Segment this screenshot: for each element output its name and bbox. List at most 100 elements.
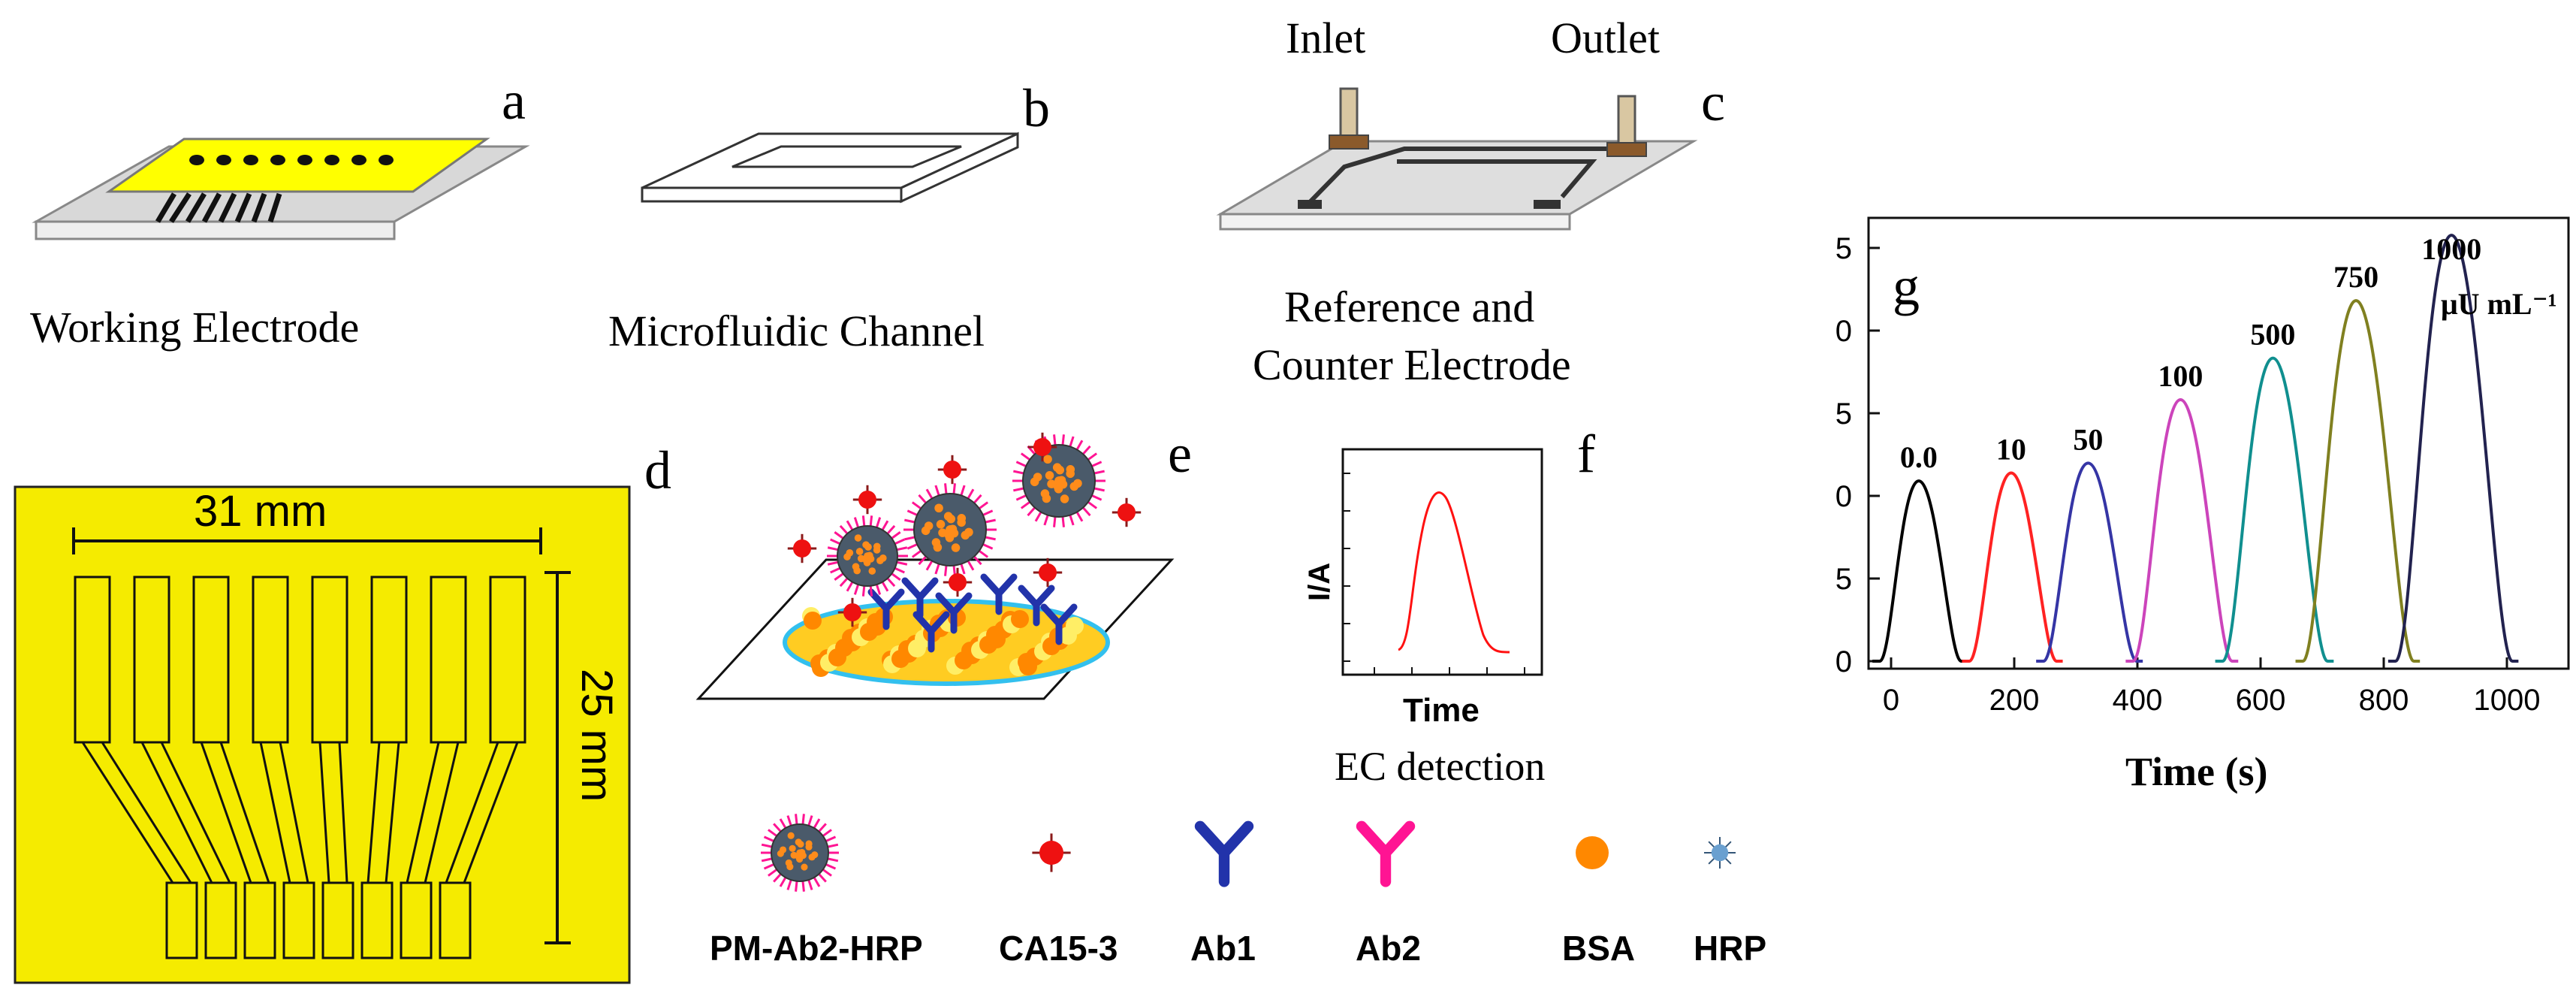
- working-electrode-yellow-pad: [105, 137, 490, 193]
- chart-frame: [1867, 216, 2570, 670]
- ec-plot-ticks: [1343, 473, 1525, 675]
- reference-caption-line1: Reference and: [1284, 282, 1534, 331]
- bsa-particle: [868, 618, 886, 636]
- series-label: 500: [2250, 318, 2295, 352]
- ec-ylabel: I/A: [1303, 563, 1336, 601]
- ec-detection-caption: EC detection: [1335, 744, 1545, 789]
- ab1-antibody: [1040, 603, 1078, 645]
- panel-d: 31 mm 25 mm: [14, 485, 631, 984]
- bsa-dot-icon: [1576, 836, 1609, 869]
- series-label: 50: [2073, 422, 2103, 456]
- ca15-3-antigen: [937, 455, 967, 485]
- nanoparticle: [903, 483, 997, 576]
- antibody-blue-icon: [1194, 820, 1254, 887]
- x-tick-label: 600: [2236, 684, 2286, 717]
- ca15-3-antigen: [1027, 432, 1057, 462]
- ca15-3-antigen: [943, 567, 973, 597]
- outlet-tube-icon: [1606, 95, 1647, 157]
- x-tick-label: 200: [1989, 684, 2040, 717]
- electrode-pad: [192, 576, 230, 744]
- series-label: 750: [2333, 260, 2378, 294]
- width-dimension-label: 31 mm: [194, 487, 327, 536]
- ab1-antibody: [1018, 585, 1055, 627]
- panel-b: b Microfluidic Channel: [608, 78, 1050, 355]
- bsa-particle: [828, 648, 846, 666]
- reference-electrode-edge: [1219, 213, 1571, 231]
- microfluidic-channel-caption: Microfluidic Channel: [608, 307, 985, 355]
- x-tick-label: 1000: [2474, 684, 2541, 717]
- chart-xlabel: Time (s): [2125, 749, 2267, 794]
- electrode-pad: [311, 576, 348, 744]
- chart-series: [1872, 234, 2519, 663]
- series-curve: [1872, 479, 1968, 663]
- electrode-pad: [489, 576, 526, 744]
- y-tick-label: 0: [1835, 645, 1852, 678]
- contact-pad: [439, 881, 472, 959]
- ab1-antibody: [980, 573, 1018, 615]
- working-electrode-caption: Working Electrode: [30, 303, 359, 352]
- series-label: 100: [2158, 359, 2203, 393]
- ca15-3-antigen: [1033, 557, 1063, 588]
- contact-pad: [243, 881, 276, 959]
- electrode-pad: [252, 576, 289, 744]
- x-tick-label: 0: [1883, 684, 1899, 717]
- series-curve: [2295, 299, 2421, 663]
- electrode-pad: [370, 576, 408, 744]
- ca15-3-antigen: [852, 485, 882, 515]
- inlet-tube-icon: [1329, 87, 1369, 150]
- bsa-particle: [908, 639, 926, 657]
- electrode-trace: [366, 742, 400, 884]
- panel-e: d e: [644, 424, 1192, 700]
- electrode-pad: [430, 576, 467, 744]
- electrode-trace: [406, 742, 460, 884]
- ab1-antibody: [912, 611, 950, 653]
- microfluidic-chip-side: [900, 131, 1019, 204]
- bsa-particle: [1011, 610, 1029, 628]
- ca15-3-antigens: [787, 432, 1142, 627]
- panel-b-letter: b: [1023, 78, 1050, 138]
- series-label: 0.0: [1900, 440, 1938, 474]
- contact-pad: [321, 881, 354, 959]
- y-tick-label: 5: [1835, 232, 1852, 265]
- ab1-antibodies: [867, 573, 1078, 653]
- contact-pad: [165, 881, 198, 959]
- y-tick-label: 5: [1835, 563, 1852, 596]
- panel-f: f I/A Time EC detection: [1303, 424, 1595, 789]
- panel-c: Inlet Outlet c Reference and Counter Ele…: [1216, 14, 1725, 389]
- electrode-trace: [81, 742, 192, 884]
- series-curve: [2125, 397, 2239, 663]
- ca15-3-antigen: [1112, 497, 1142, 527]
- panel-a: a Working Electrode: [30, 71, 530, 352]
- ec-peak-curve: [1398, 491, 1510, 654]
- contact-pad: [400, 881, 433, 959]
- legend-label: Ab2: [1356, 929, 1421, 968]
- ec-xlabel: Time: [1403, 692, 1480, 729]
- legend-label: HRP: [1694, 929, 1766, 968]
- bsa-particle: [1019, 657, 1037, 675]
- nanoparticle: [1012, 434, 1106, 527]
- y-tick-label: 0: [1835, 315, 1852, 348]
- bsa-particle: [804, 612, 822, 630]
- legend-label: BSA: [1562, 929, 1635, 968]
- electrode-leads: [155, 192, 282, 223]
- ec-plot-frame: [1341, 448, 1543, 676]
- antibody-pink-icon: [1356, 820, 1416, 887]
- ca15-3-antigen: [787, 533, 817, 563]
- y-tick-label: 0: [1835, 480, 1852, 513]
- electrode-trace: [140, 742, 231, 884]
- series-curve: [1962, 471, 2063, 663]
- pm-ab2-hrp-nanoparticles: [827, 434, 1106, 597]
- electrode-dots: [189, 155, 394, 165]
- panel-a-letter: a: [502, 71, 526, 131]
- inlet-label: Inlet: [1286, 14, 1365, 62]
- electrode-trace: [200, 742, 270, 884]
- electrode-pads: [74, 576, 526, 959]
- x-tick-label: 800: [2359, 684, 2409, 717]
- reference-caption-line2: Counter Electrode: [1253, 340, 1571, 389]
- panel-f-letter: f: [1577, 424, 1595, 484]
- microfluidic-channel-slot: [731, 145, 962, 168]
- bsa-particle: [1059, 627, 1077, 645]
